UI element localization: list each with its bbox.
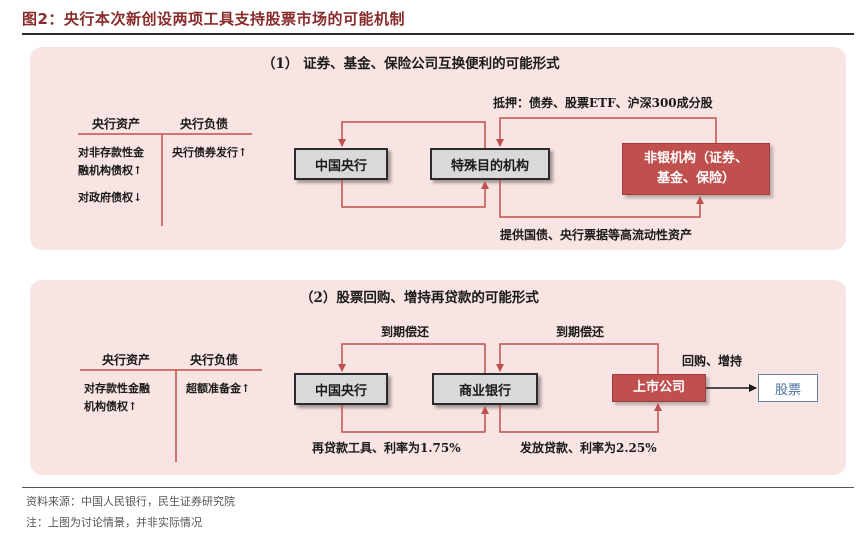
panel2-liability-item-1: 超额准备金↑ [186,382,251,395]
panel2-title: （2）股票回购、增持再贷款的可能形式 [300,290,539,306]
footer-source: 资料来源：中国人民银行，民生证券研究院 [26,495,235,508]
arrow-pboc-relend-bank [341,405,489,433]
panel1-assets-header: 央行资产 [92,117,141,131]
relending-label: 再贷款工具、利率为1.75% [312,441,461,455]
box-commercial-bank: 商业银行 [432,373,538,405]
arrow-listed-repay-bank [496,343,659,374]
loan-label: 发放贷款、利率为2.25% [520,441,657,455]
panel1-liability-item-1: 央行债券发行↑ [172,146,248,159]
box-nonbank-line1: 非银机构（证券、 [643,151,748,166]
arrow-spv-to-pboc-top [338,121,486,148]
panel1-asset-item-1-line2: 融机构债权↑ [78,164,143,177]
provide-assets-label: 提供国债、央行票据等高流动性资产 [500,228,693,242]
box-nonbank: 非银机构（证券、 基金、保险） [622,143,770,195]
box-stock: 股票 [758,374,818,402]
panel2-asset-item-1-line1: 对存款性金融 [84,382,150,395]
footer-rule [22,487,854,488]
arrow-bank-repay-pboc [338,343,486,373]
arrow-nonbank-to-spv-top [496,117,717,147]
panel1-asset-item-1: 对非存款性金 融机构债权↑ [78,144,144,180]
figure-title: 图2：央行本次新创设两项工具支持股票市场的可能机制 [22,10,405,28]
panel2-liabilities-header: 央行负债 [190,353,239,367]
buyback-label: 回购、增持 [682,354,743,368]
panel1-asset-item-1-line1: 对非存款性金 [78,146,144,159]
panel1-asset-item-2: 对政府债权↓ [78,191,143,204]
title-rule [22,33,854,35]
repay-label-1: 到期偿还 [381,325,430,339]
box-nonbank-line2: 基金、保险） [656,171,735,186]
arrow-bank-loan-listed [499,403,662,433]
collateral-label: 抵押：债券、股票ETF、沪深300成分股 [493,96,713,110]
box-listed-company: 上市公司 [612,374,706,402]
repay-label-2: 到期偿还 [556,325,605,339]
panel2-asset-item-1: 对存款性金融 机构债权↑ [84,380,150,416]
arrow-pboc-to-spv-bottom [341,180,489,208]
box-spv: 特殊目的机构 [430,148,550,180]
panel2-assets-header: 央行资产 [102,353,151,367]
panel1-liabilities-header: 央行负债 [180,117,229,131]
box-pboc-1: 中国央行 [294,148,388,180]
arrow-spv-to-nonbank-bottom [499,180,704,218]
panel2-asset-item-1-line2: 机构债权↑ [84,400,138,413]
box-pboc-2: 中国央行 [294,373,388,405]
panel1-title: （1） 证券、基金、保险公司互换便利的可能形式 [262,56,560,72]
footer-note: 注：上图为讨论情景，并非实际情况 [26,516,202,529]
